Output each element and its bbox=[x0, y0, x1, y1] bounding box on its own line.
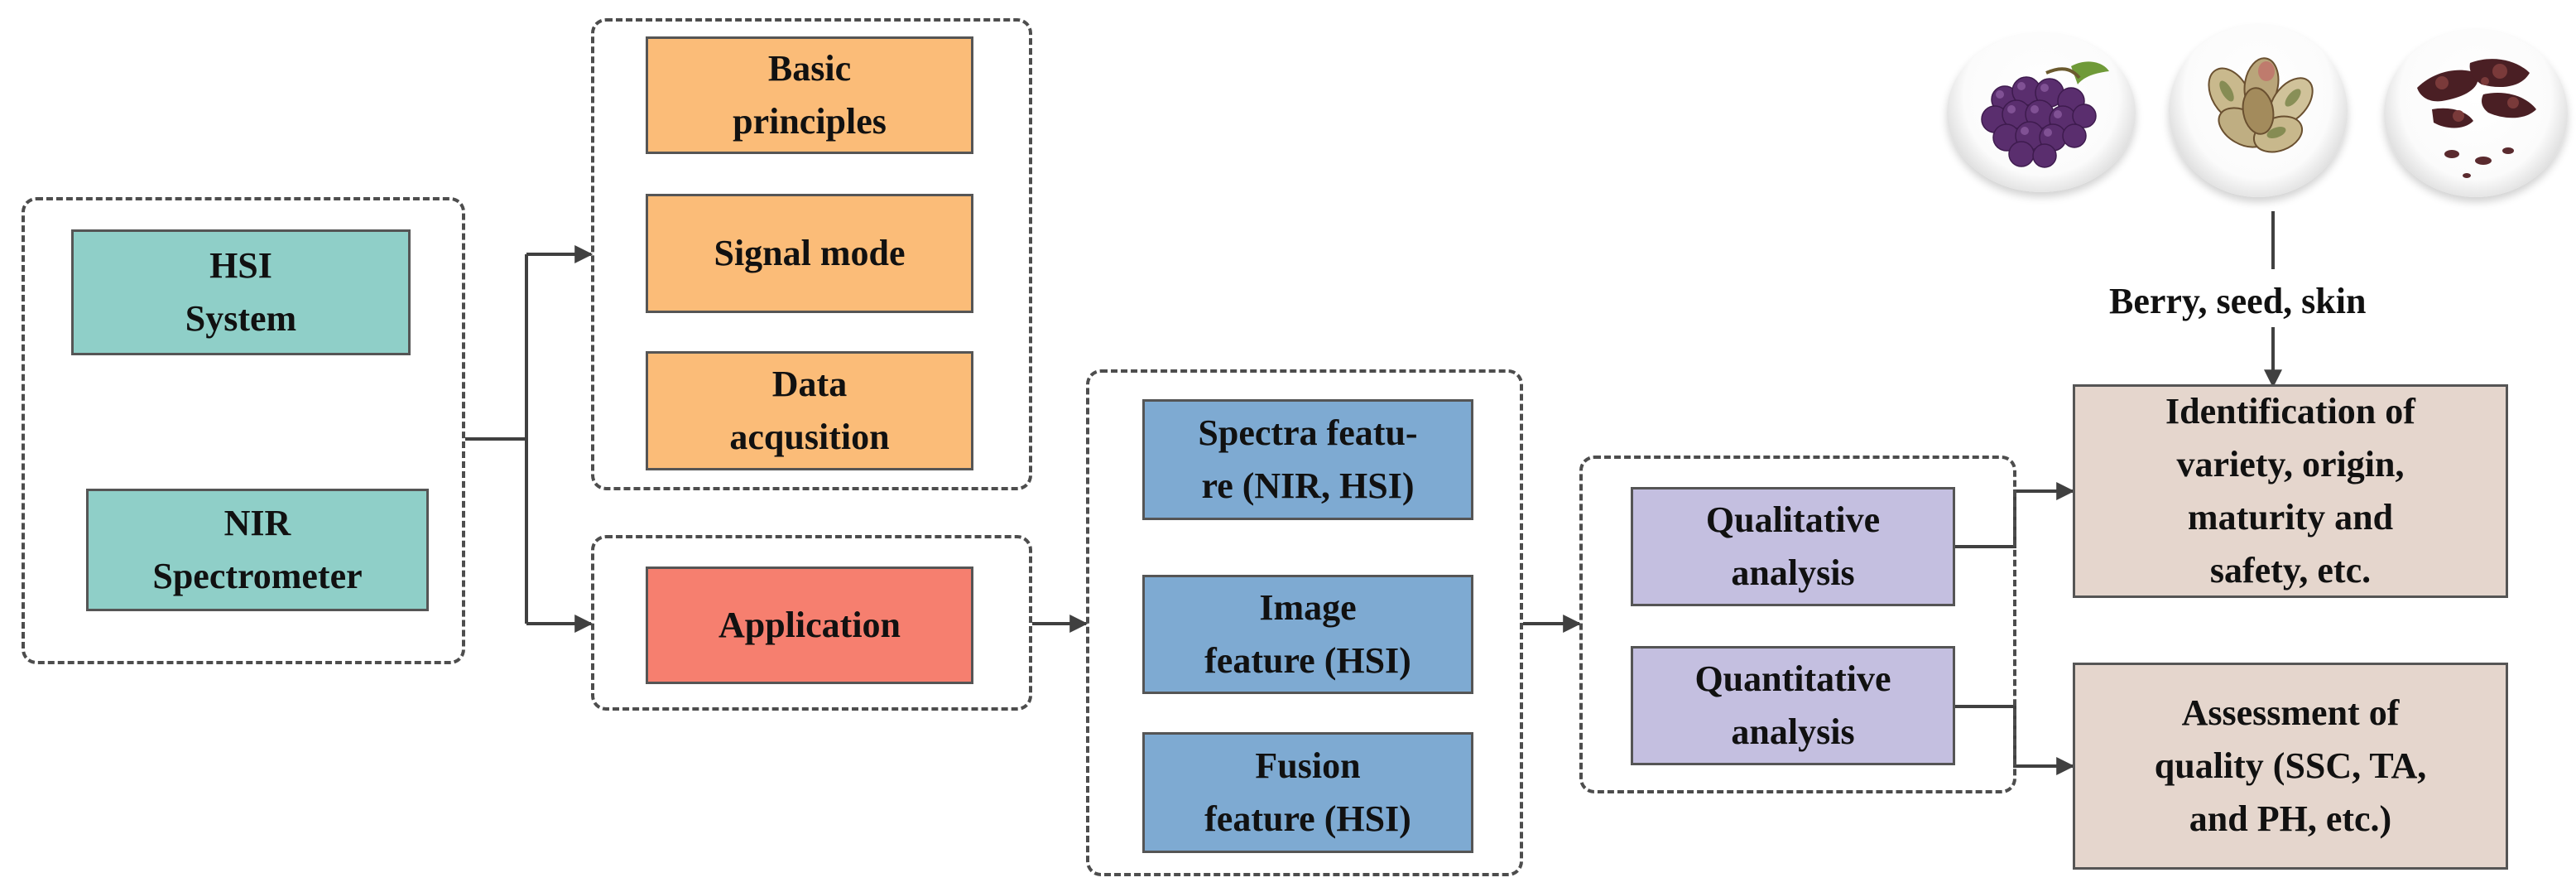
identification-box: Identification of variety, origin, matur… bbox=[2073, 384, 2508, 598]
image-feature-box: Image feature (HSI) bbox=[1142, 575, 1473, 694]
application-group bbox=[591, 535, 1032, 711]
grape-seed-icon bbox=[2169, 25, 2348, 197]
samples-caption: Berry, seed, skin bbox=[2109, 281, 2367, 321]
nir-spectrometer-label: NIR Spectrometer bbox=[152, 503, 363, 596]
application-box: Application bbox=[646, 567, 973, 684]
spectra-feature-label: Spectra featu- re (NIR, HSI) bbox=[1198, 412, 1418, 506]
systems-group bbox=[22, 197, 465, 664]
basic-principles-label: Basic principles bbox=[733, 48, 887, 142]
signal-mode-box: Signal mode bbox=[646, 194, 973, 313]
analysis-group bbox=[1579, 456, 2016, 793]
features-group bbox=[1086, 369, 1523, 876]
spectra-feature-box: Spectra featu- re (NIR, HSI) bbox=[1142, 399, 1473, 520]
grape-berry-icon bbox=[1947, 33, 2136, 192]
image-feature-label: Image feature (HSI) bbox=[1204, 587, 1411, 681]
qualitative-analysis-label: Qualitative analysis bbox=[1705, 499, 1881, 593]
fusion-feature-label: Fusion feature (HSI) bbox=[1204, 745, 1411, 839]
basic-principles-box: Basic principles bbox=[646, 36, 973, 154]
quantitative-analysis-box: Quantitative analysis bbox=[1631, 646, 1955, 765]
data-acquisition-box: Data acqusition bbox=[646, 351, 973, 470]
identification-label: Identification of variety, origin, matur… bbox=[2165, 391, 2415, 591]
hsi-system-label: HSI System bbox=[185, 245, 297, 339]
application-label: Application bbox=[718, 605, 901, 645]
nir-spectrometer-box: NIR Spectrometer bbox=[86, 489, 429, 611]
qualitative-analysis-box: Qualitative analysis bbox=[1631, 487, 1955, 606]
data-acquisition-label: Data acqusition bbox=[729, 364, 890, 457]
quantitative-analysis-label: Quantitative analysis bbox=[1694, 658, 1891, 752]
grape-skin-icon bbox=[2384, 30, 2568, 197]
assessment-label: Assessment of quality (SSC, TA, and PH, … bbox=[2154, 692, 2427, 839]
assessment-box: Assessment of quality (SSC, TA, and PH, … bbox=[2073, 663, 2508, 870]
hsi-system-box: HSI System bbox=[71, 229, 411, 355]
signal-mode-label: Signal mode bbox=[714, 233, 906, 273]
fusion-feature-box: Fusion feature (HSI) bbox=[1142, 732, 1473, 853]
basics-group bbox=[591, 18, 1032, 490]
